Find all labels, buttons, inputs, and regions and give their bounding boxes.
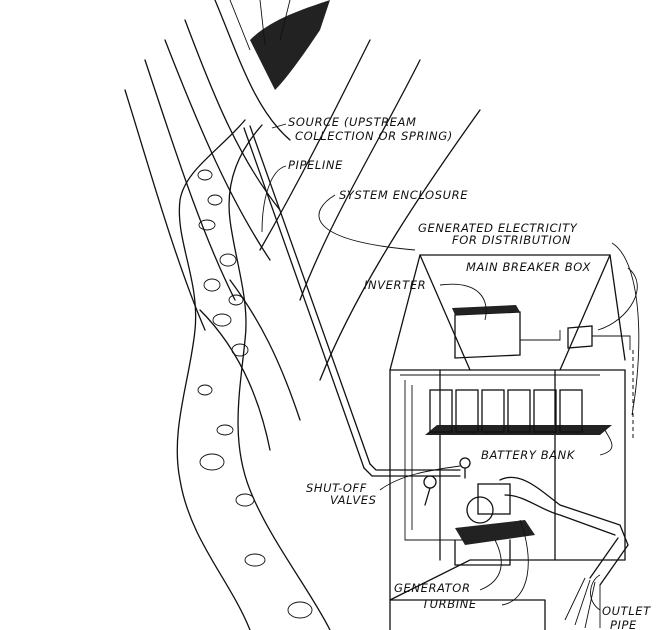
label-generated-electricity: GENERATED ELECTRICITY [418, 221, 578, 235]
labels: SOURCE (UPSTREAM COLLECTION OR SPRING) P… [288, 115, 651, 630]
leader-lines [261, 123, 640, 611]
pipeline [243, 125, 461, 477]
stream [176, 119, 331, 630]
main-breaker-box [567, 325, 631, 350]
system-enclosure-box [389, 254, 626, 630]
label-battery-bank: BATTERY BANK [481, 448, 576, 462]
shutoff-valves [423, 457, 471, 506]
label-source-2: COLLECTION OR SPRING) [295, 129, 453, 143]
label-pipe: PIPE [610, 618, 637, 630]
mountain-shading [229, 0, 330, 90]
label-system-enclosure: SYSTEM ENCLOSURE [339, 188, 468, 202]
label-for-distribution: FOR DISTRIBUTION [452, 233, 571, 247]
label-source: SOURCE (UPSTREAM [288, 115, 417, 129]
label-turbine: TURBINE [422, 597, 477, 611]
inverter-box [452, 305, 561, 359]
label-shutoff: SHUT-OFF [306, 481, 367, 495]
label-generator: GENERATOR [394, 581, 471, 595]
label-valves: VALVES [330, 493, 377, 507]
generator-turbine [454, 476, 629, 566]
label-outlet: OUTLET [602, 604, 651, 618]
hillside-contours [124, 0, 481, 451]
battery-bank [400, 374, 612, 541]
outlet-pipe [564, 537, 629, 629]
label-inverter: INVERTER [364, 278, 426, 292]
label-main-breaker-box: MAIN BREAKER BOX [466, 260, 592, 274]
label-pipeline: PIPELINE [288, 158, 343, 172]
